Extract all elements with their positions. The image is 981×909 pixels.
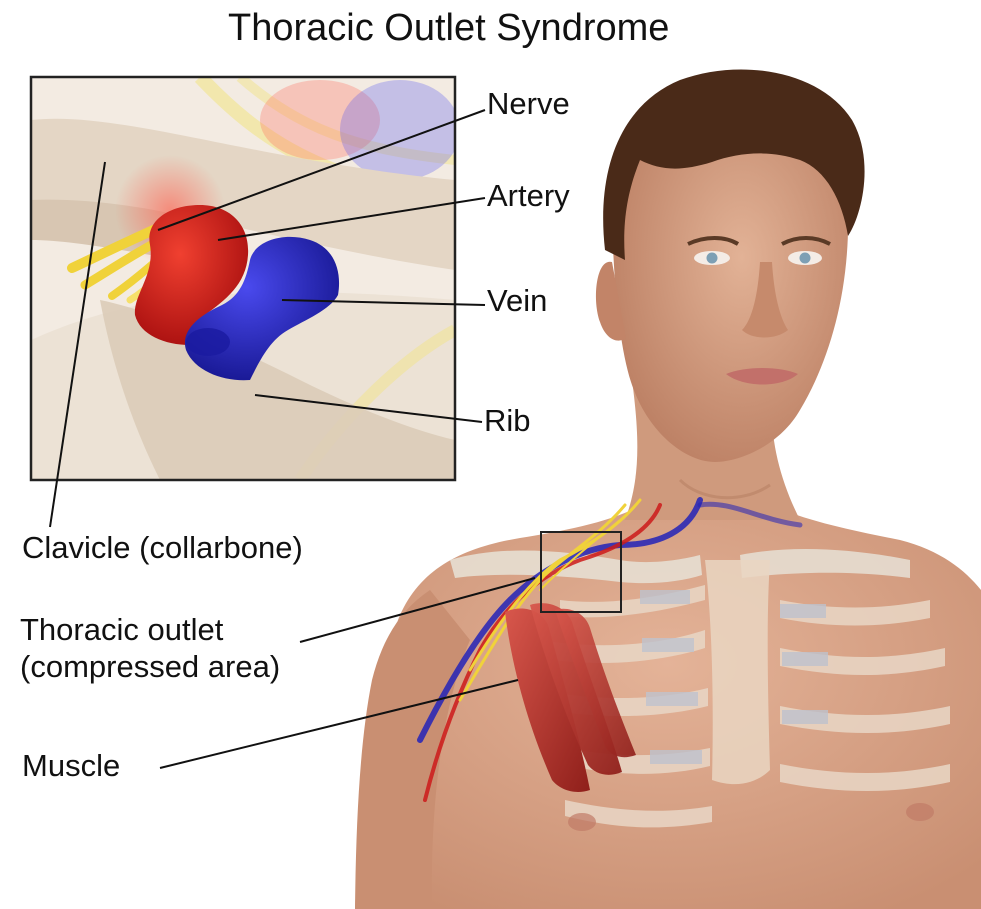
label-artery: Artery	[487, 178, 570, 215]
label-nerve: Nerve	[487, 86, 570, 123]
inset-closeup	[31, 77, 460, 480]
label-vein: Vein	[487, 283, 547, 320]
sternum	[705, 560, 770, 784]
label-thoracic-outlet-line2: (compressed area)	[20, 649, 280, 686]
label-thoracic-outlet: Thoracic outlet (compressed area)	[20, 612, 280, 685]
label-thoracic-outlet-line1: Thoracic outlet	[20, 612, 280, 649]
label-rib: Rib	[484, 403, 531, 440]
diagram-title: Thoracic Outlet Syndrome	[228, 6, 669, 51]
label-clavicle: Clavicle (collarbone)	[22, 530, 303, 567]
label-muscle: Muscle	[22, 748, 120, 785]
